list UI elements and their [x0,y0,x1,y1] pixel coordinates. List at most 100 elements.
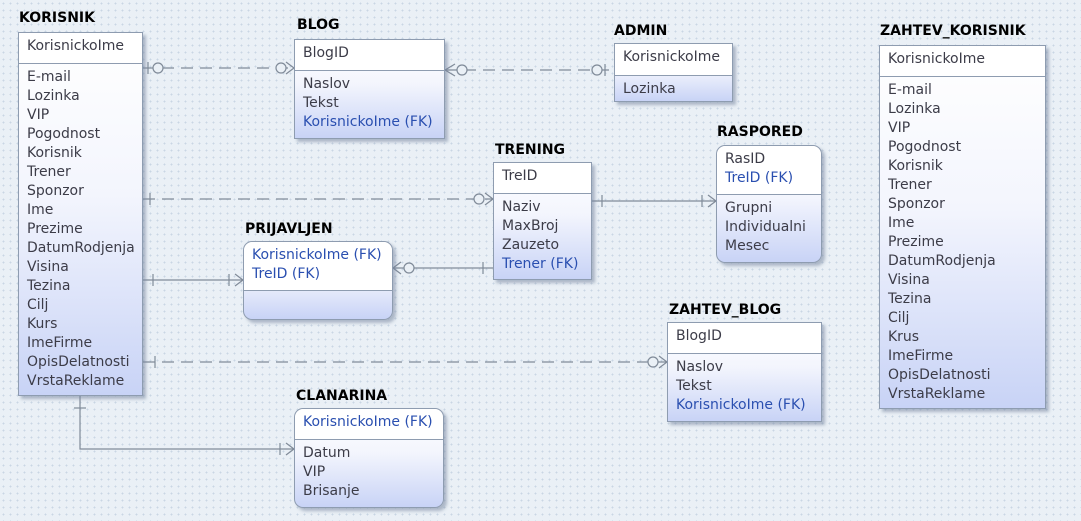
relationship-korisnik-trening [143,192,494,206]
zahtev-korisnik-attr-16: VrstaReklame [888,386,986,402]
zahtev-korisnik-attr-2: VIP [888,120,911,136]
raspored-title: RASPORED [717,124,803,140]
zahtev-blog-attr-1: Tekst [676,378,712,394]
blog-attrs: Naslov Tekst KorisnickoIme (FK) [295,71,444,132]
korisnik-attr-14: ImeFirme [27,335,93,351]
blog-attr-1: Tekst [303,95,339,111]
blog-attr-0: Naslov [303,76,351,92]
relationship-prijavljen-trening [392,261,493,275]
relationship-korisnik-zahtev-blog [143,355,668,369]
zahtev-korisnik-attr-1: Lozinka [888,101,941,117]
zahtev-korisnik-attr-13: Krus [888,329,920,345]
korisnik-attr-2: VIP [27,107,50,123]
korisnik-attr-8: Prezime [27,221,83,237]
zahtev-blog-attr-0: Naslov [676,359,724,375]
korisnik-attr-10: Visina [27,259,69,275]
prijavljen-attrs [244,291,392,295]
clanarina-pk-section: KorisnickoIme (FK) [295,409,443,440]
zahtev-korisnik-attr-4: Korisnik [888,158,943,174]
korisnik-attr-5: Trener [27,164,71,180]
zahtev-korisnik-attr-12: Cilj [888,310,910,326]
korisnik-pk-section: KorisnickoIme [19,33,142,64]
entity-prijavljen[interactable]: KorisnickoIme (FK) TreID (FK) [243,241,393,320]
trening-pk-0: TreID [502,168,538,184]
prijavljen-title: PRIJAVLJEN [245,221,333,237]
zahtev-korisnik-attr-3: Pogodnost [888,139,962,155]
entity-zahtev-blog[interactable]: BlogID Naslov Tekst KorisnickoIme (FK) [667,322,822,422]
korisnik-attr-15: OpisDelatnosti [27,354,130,370]
clanarina-attr-2: Brisanje [303,483,360,499]
zahtev-korisnik-attr-5: Trener [888,177,932,193]
trening-title: TRENING [495,142,566,158]
relationship-korisnik-prijavljen [143,273,244,287]
zahtev-korisnik-pk-0: KorisnickoIme [888,51,986,67]
zahtev-korisnik-attr-6: Sponzor [888,196,945,212]
zahtev-blog-pk-section: BlogID [668,323,821,354]
trening-pk-section: TreID [494,163,591,194]
trening-attr-1: MaxBroj [502,218,559,234]
clanarina-attrs: Datum VIP Brisanje [295,440,443,501]
zahtev-korisnik-pk-section: KorisnickoIme [880,46,1045,77]
korisnik-attr-6: Sponzor [27,183,84,199]
korisnik-attr-0: E-mail [27,69,71,85]
entity-clanarina[interactable]: KorisnickoIme (FK) Datum VIP Brisanje [294,408,444,508]
raspored-attr-0: Grupni [725,200,773,216]
korisnik-attr-16: VrstaReklame [27,373,125,389]
trening-attr-2: Zauzeto [502,237,560,253]
raspored-attr-2: Mesec [725,238,770,254]
korisnik-attr-4: Korisnik [27,145,82,161]
zahtev-blog-pk-0: BlogID [676,328,722,344]
korisnik-attr-1: Lozinka [27,88,80,104]
korisnik-title: KORISNIK [19,10,95,26]
blog-attr-2: KorisnickoIme (FK) [303,114,433,130]
zahtev-korisnik-attr-10: Visina [888,272,930,288]
prijavljen-pk-1: TreID (FK) [252,266,321,282]
blog-pk-0: BlogID [303,45,349,61]
zahtev-korisnik-attr-8: Prezime [888,234,944,250]
clanarina-title: CLANARINA [296,388,388,404]
trening-attrs: Naziv MaxBroj Zauzeto Trener (FK) [494,194,591,274]
zahtev-blog-title: ZAHTEV_BLOG [669,302,782,318]
zahtev-korisnik-attrs: E-mail Lozinka VIP Pogodnost Korisnik Tr… [880,77,1045,404]
admin-title: ADMIN [614,23,668,39]
korisnik-attr-7: Ime [27,202,54,218]
korisnik-attr-9: DatumRodjenja [27,240,135,256]
entity-trening[interactable]: TreID Naziv MaxBroj Zauzeto Trener (FK) [493,162,592,280]
blog-pk-section: BlogID [295,40,444,71]
relationship-korisnik-blog [143,61,295,75]
zahtev-blog-attr-2: KorisnickoIme (FK) [676,397,806,413]
zahtev-korisnik-attr-7: Ime [888,215,915,231]
zahtev-korisnik-title: ZAHTEV_KORISNIK [880,23,1026,39]
prijavljen-pk-0: KorisnickoIme (FK) [252,247,382,263]
entity-blog[interactable]: BlogID Naslov Tekst KorisnickoIme (FK) [294,39,445,139]
raspored-pk-1: TreID (FK) [725,170,794,186]
blog-title: BLOG [297,17,340,33]
zahtev-korisnik-attr-15: OpisDelatnosti [888,367,991,383]
zahtev-korisnik-attr-0: E-mail [888,82,932,98]
raspored-attr-1: Individualni [725,219,806,235]
raspored-attrs: Grupni Individualni Mesec [717,195,821,256]
korisnik-attr-11: Tezina [27,278,71,294]
korisnik-attr-3: Pogodnost [27,126,101,142]
clanarina-attr-0: Datum [303,445,351,461]
zahtev-blog-attrs: Naslov Tekst KorisnickoIme (FK) [668,354,821,415]
relationship-trening-raspored [592,194,717,208]
zahtev-korisnik-attr-9: DatumRodjenja [888,253,996,269]
entity-admin[interactable]: KorisnickoIme Lozinka [614,43,733,102]
zahtev-korisnik-attr-11: Tezina [888,291,932,307]
entity-korisnik[interactable]: KorisnickoIme E-mail Lozinka VIP Pogodno… [18,32,143,396]
prijavljen-pk-section: KorisnickoIme (FK) TreID (FK) [244,242,392,291]
raspored-pk-section: RasID TreID (FK) [717,146,821,195]
zahtev-korisnik-attr-14: ImeFirme [888,348,954,364]
entity-raspored[interactable]: RasID TreID (FK) Grupni Individualni Mes… [716,145,822,263]
admin-attrs: Lozinka [615,76,732,99]
clanarina-pk-0: KorisnickoIme (FK) [303,414,433,430]
korisnik-attrs: E-mail Lozinka VIP Pogodnost Korisnik Tr… [19,64,142,391]
korisnik-attr-12: Cilj [27,297,49,313]
entity-zahtev-korisnik[interactable]: KorisnickoIme E-mail Lozinka VIP Pogodno… [879,45,1046,409]
korisnik-pk-0: KorisnickoIme [27,38,125,54]
admin-attr-0: Lozinka [623,81,676,97]
relationship-korisnik-clanarina [74,396,295,456]
admin-pk-0: KorisnickoIme [623,49,721,65]
